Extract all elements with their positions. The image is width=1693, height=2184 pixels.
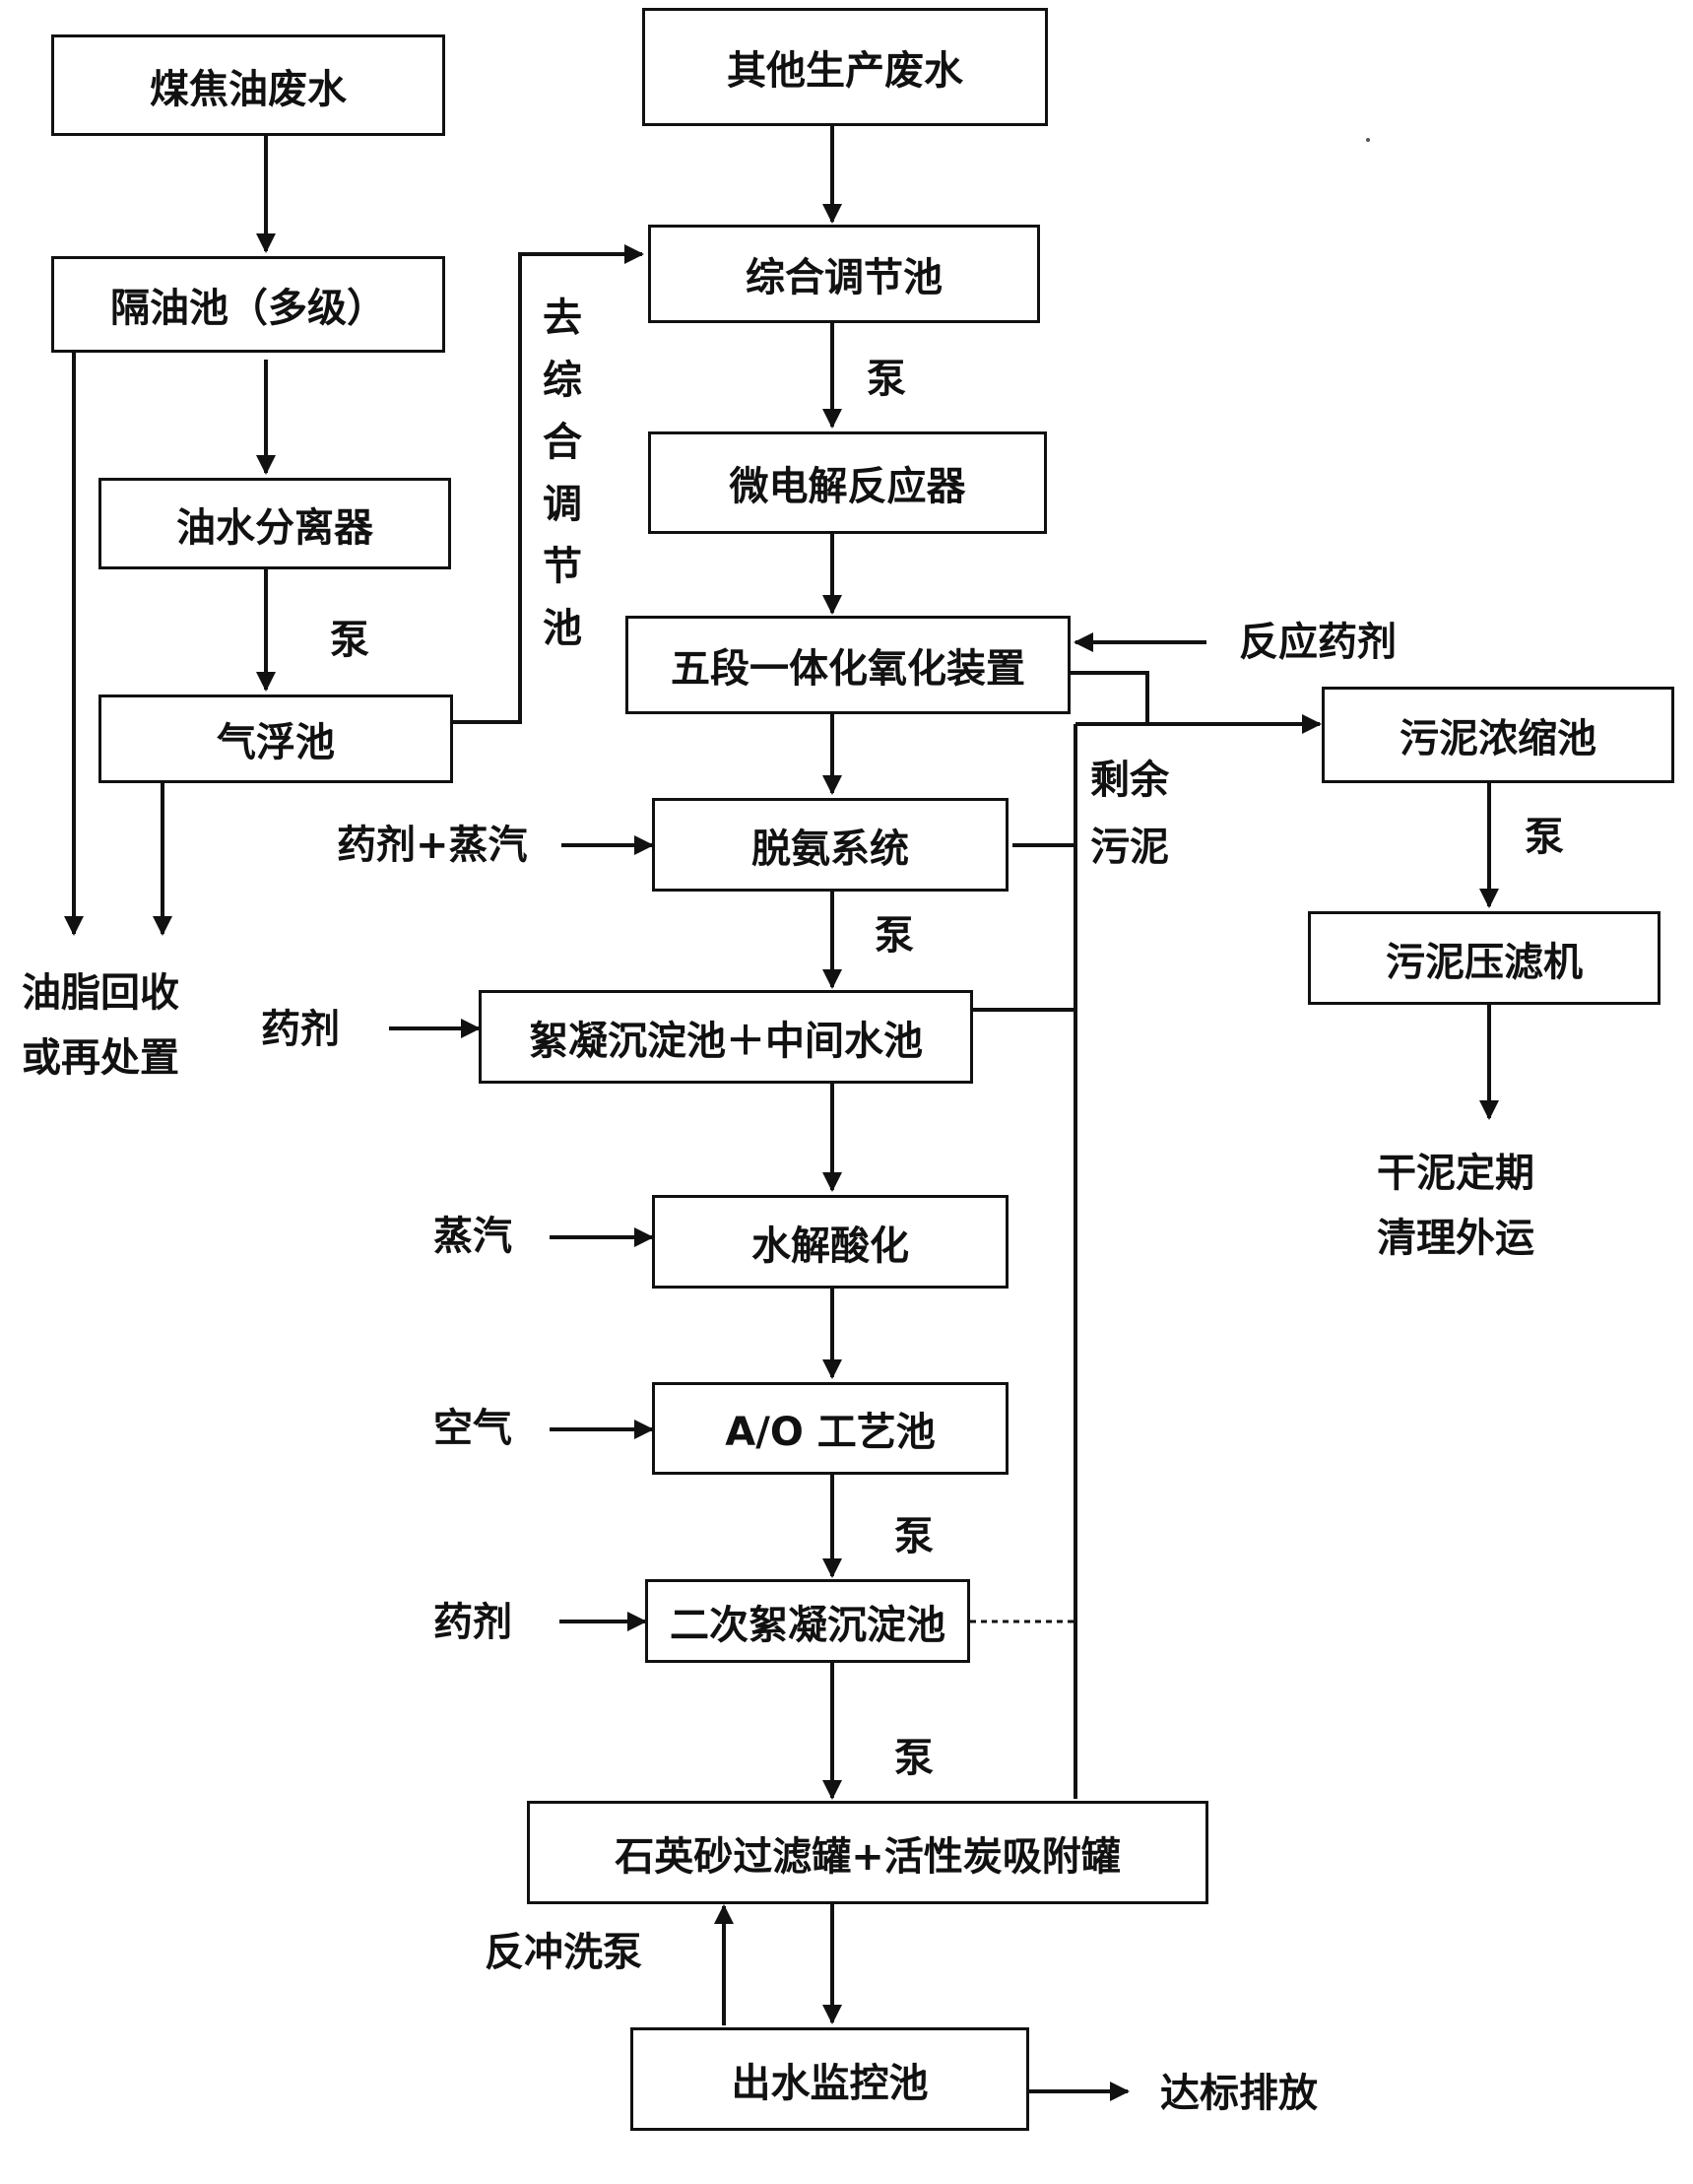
hydrolysis-acidification-box: 水解酸化 [652, 1195, 1009, 1289]
air-label: 空气 [433, 1406, 512, 1451]
oil-water-separator-box: 油水分离器 [98, 478, 451, 569]
effluent-monitor-tank-box: 出水监控池 [630, 2027, 1029, 2131]
dry-sludge-line2: 清理外运 [1377, 1216, 1534, 1261]
excess-sludge-label: 剩余污泥 [1090, 758, 1169, 870]
to-equalization-label: 去综合调节池 [543, 296, 582, 651]
coking-wastewater-box: 煤焦油废水 [51, 34, 445, 136]
oil-recovery-line1: 油脂回收 [22, 970, 179, 1016]
other-wastewater-box: 其他生产废水 [642, 8, 1048, 126]
oil-separation-tank-box: 隔油池（多级） [51, 256, 445, 353]
air-flotation-tank-box: 气浮池 [98, 695, 453, 783]
deammoniation-system-box: 脱氨系统 [652, 798, 1009, 892]
pump-label: 泵 [867, 357, 906, 402]
dry-sludge-line1: 干泥定期 [1377, 1151, 1534, 1196]
sludge-filter-press-box: 污泥压滤机 [1308, 911, 1660, 1005]
dry-sludge-label: 干泥定期 清理外运 [1377, 1141, 1534, 1271]
agent-label: 药剂 [261, 1007, 340, 1052]
pump-label: 泵 [1525, 815, 1564, 860]
agent-label: 药剂 [433, 1600, 512, 1645]
pump-label: 泵 [875, 913, 914, 959]
oil-recovery-label: 油脂回收 或再处置 [22, 960, 179, 1091]
equalization-tank-box: 综合调节池 [648, 225, 1040, 323]
secondary-coagulation-box: 二次絮凝沉淀池 [645, 1579, 970, 1663]
micro-electrolysis-reactor-box: 微电解反应器 [648, 431, 1047, 534]
coagulation-tank-box: 絮凝沉淀池＋中间水池 [479, 990, 973, 1084]
ao-tank-box: A/O 工艺池 [652, 1382, 1009, 1475]
pump-label: 泵 [894, 1514, 934, 1559]
stray-mark [1366, 138, 1370, 142]
discharge-label: 达标排放 [1160, 2071, 1318, 2116]
steam-label: 蒸汽 [433, 1214, 512, 1259]
pump-label: 泵 [894, 1736, 934, 1781]
reaction-agent-label: 反应药剂 [1239, 620, 1397, 665]
pump-label: 泵 [330, 618, 369, 663]
agent-steam-label: 药剂+蒸汽 [337, 823, 528, 868]
oil-recovery-line2: 或再处置 [22, 1035, 179, 1081]
backwash-pump-label: 反冲洗泵 [485, 1930, 642, 1975]
sand-carbon-filter-box: 石英砂过滤罐+活性炭吸附罐 [527, 1801, 1208, 1904]
oxidation-unit-box: 五段一体化氧化装置 [625, 616, 1071, 714]
sludge-thickener-box: 污泥浓缩池 [1322, 687, 1674, 783]
